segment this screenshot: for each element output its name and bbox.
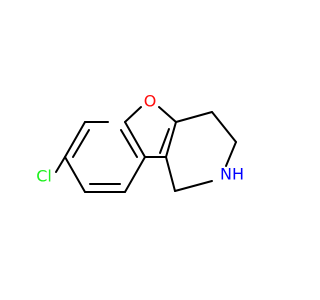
bond-c2-c3 bbox=[64, 121, 86, 158]
bond-n-c11 bbox=[174, 180, 213, 192]
bond-c3-c4 bbox=[64, 156, 86, 193]
bond-c3-cl bbox=[55, 156, 66, 173]
bond-c11-c8 bbox=[165, 156, 176, 192]
bond-c2-c3-inner bbox=[72, 129, 90, 158]
bond-c5-c6 bbox=[124, 156, 146, 193]
bond-c7-c9 bbox=[175, 111, 213, 123]
molecule-structure: O NH Cl bbox=[36, 92, 244, 193]
bond-c7-c8 bbox=[165, 121, 177, 158]
chlorine-atom-label: Cl bbox=[36, 167, 52, 186]
oxygen-atom-label: O bbox=[144, 92, 157, 111]
nitrogen-atom-label: NH bbox=[220, 165, 244, 184]
bond-c9-c10 bbox=[211, 111, 237, 143]
bond-c6-c1-inner bbox=[120, 129, 138, 158]
bond-c10-n bbox=[225, 141, 237, 167]
bond-c6-c1 bbox=[124, 121, 146, 158]
piperidine-ring bbox=[165, 111, 237, 192]
benzene-ring bbox=[64, 121, 146, 193]
bond-c1-o bbox=[124, 106, 142, 123]
bond-o-c7 bbox=[158, 106, 177, 123]
bond-c7-c8-inner bbox=[159, 128, 170, 154]
furan-ring bbox=[124, 106, 177, 158]
